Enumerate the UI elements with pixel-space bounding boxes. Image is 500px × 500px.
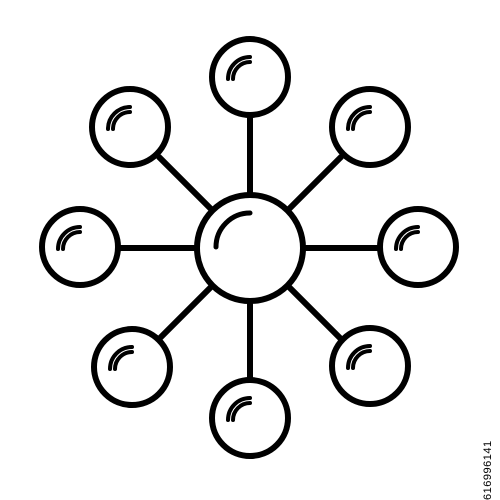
center-node <box>194 192 306 304</box>
satellite-node-top-left <box>89 86 171 168</box>
connector-top-right <box>285 154 344 213</box>
satellite-node-top-right <box>329 86 411 168</box>
satellite-node-right <box>377 206 459 288</box>
satellite-node-left <box>39 206 121 288</box>
connector-top-left <box>156 154 215 213</box>
connector-bottom-right <box>285 283 344 342</box>
satellite-node-top <box>209 36 291 118</box>
satellite-node-bottom-left <box>91 326 173 408</box>
satellite-node-bottom-right <box>329 325 411 407</box>
satellite-node-bottom <box>209 377 291 459</box>
connector-lines <box>113 112 385 384</box>
stock-id-label: 616996141 <box>482 440 494 500</box>
connector-bottom-left <box>156 283 215 342</box>
